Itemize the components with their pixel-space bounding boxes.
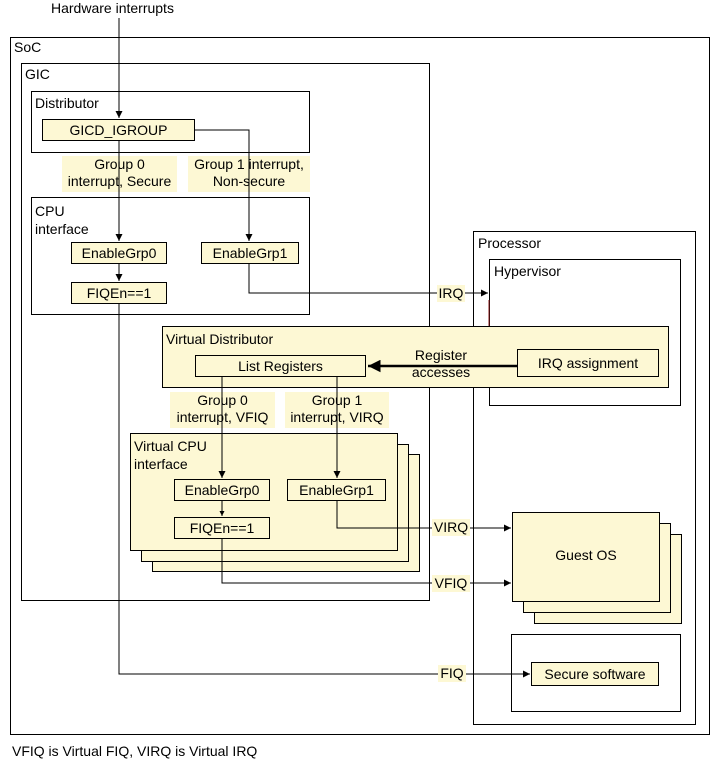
hypervisor-label: Hypervisor bbox=[494, 263, 561, 279]
virtual-cpu-interface-line2: interface bbox=[134, 456, 188, 472]
irq-line-label: IRQ bbox=[437, 285, 465, 302]
guest-os-label: Guest OS bbox=[555, 547, 617, 563]
secure-software-box: Secure software bbox=[531, 662, 659, 686]
group0-vfiq-line2: interrupt, VFIQ bbox=[176, 409, 269, 425]
enable-grp1-register: EnableGrp1 bbox=[201, 242, 299, 264]
group0-secure-label: Group 0 interrupt, Secure bbox=[62, 156, 177, 192]
group0-secure-line1: Group 0 bbox=[94, 156, 145, 172]
cpu-interface-label-line1: CPU bbox=[35, 203, 65, 219]
register-accesses-label: Register accesses bbox=[398, 347, 484, 381]
virtual-cpu-interface-line1: Virtual CPU bbox=[134, 438, 207, 454]
v-fiqen-register: FIQEn==1 bbox=[174, 517, 270, 539]
processor-label: Processor bbox=[478, 235, 542, 251]
virtual-distributor-label: Virtual Distributor bbox=[166, 331, 274, 347]
register-accesses-line2: accesses bbox=[411, 364, 471, 380]
group0-secure-line2: interrupt, Secure bbox=[67, 173, 172, 189]
guest-os-box bbox=[512, 512, 660, 602]
list-registers-box: List Registers bbox=[195, 355, 366, 377]
v-enable-grp1-register: EnableGrp1 bbox=[287, 479, 386, 501]
gic-label: GIC bbox=[25, 66, 50, 82]
gicd-igroup-register: GICD_IGROUP bbox=[42, 119, 195, 141]
soc-label: SoC bbox=[14, 39, 42, 55]
group1-nonsecure-line1: Group 1 interrupt, bbox=[194, 156, 304, 172]
enable-grp0-register: EnableGrp0 bbox=[71, 242, 167, 264]
group0-vfiq-line1: Group 0 bbox=[197, 392, 248, 408]
v-enable-grp0-register: EnableGrp0 bbox=[174, 479, 270, 501]
virq-line-label: VIRQ bbox=[432, 519, 470, 536]
group0-vfiq-label: Group 0 interrupt, VFIQ bbox=[170, 392, 275, 428]
vfiq-line-label: VFIQ bbox=[432, 575, 470, 592]
cpu-interface-label-line2: interface bbox=[35, 221, 89, 237]
hardware-interrupts-label: Hardware interrupts bbox=[51, 0, 174, 16]
group1-nonsecure-label: Group 1 interrupt, Non-secure bbox=[188, 156, 310, 192]
distributor-label: Distributor bbox=[35, 95, 99, 111]
fiqen-register: FIQEn==1 bbox=[71, 282, 167, 304]
group1-virq-line2: interrupt, VIRQ bbox=[290, 409, 384, 425]
group1-virq-label: Group 1 interrupt, VIRQ bbox=[285, 392, 389, 428]
register-accesses-line1: Register bbox=[414, 347, 468, 363]
fiq-line-label: FIQ bbox=[438, 665, 466, 682]
group1-virq-line1: Group 1 bbox=[311, 392, 363, 408]
irq-assignment-box: IRQ assignment bbox=[517, 349, 659, 377]
footnote: VFIQ is Virtual FIQ, VIRQ is Virtual IRQ bbox=[12, 743, 258, 759]
group1-nonsecure-line2: Non-secure bbox=[212, 173, 286, 189]
